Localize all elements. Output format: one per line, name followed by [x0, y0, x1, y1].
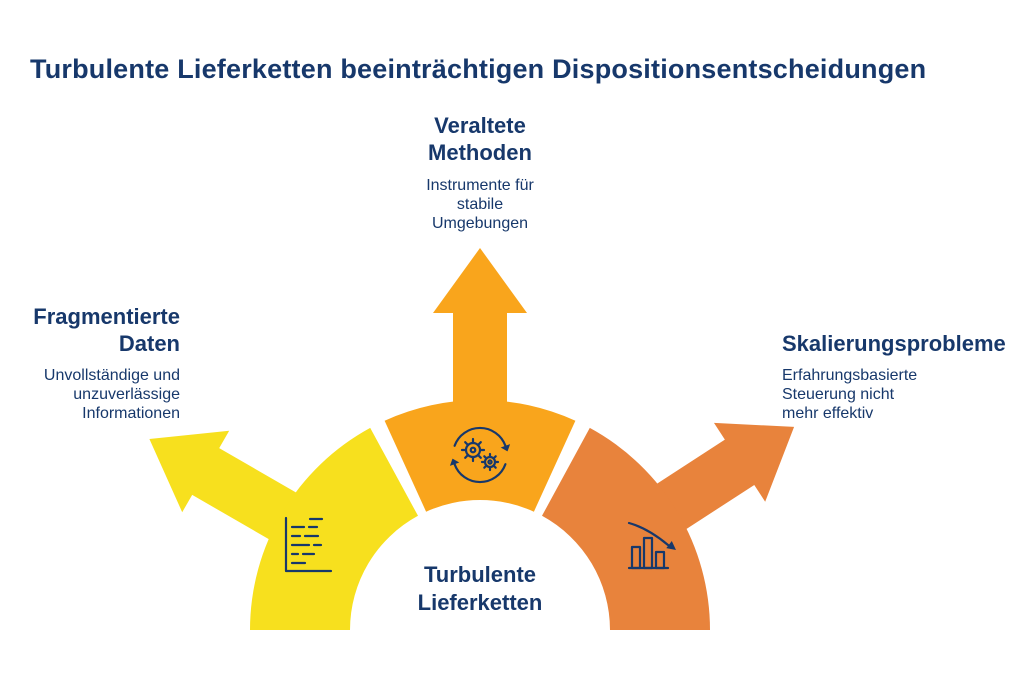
center-label: Turbulente Lieferketten: [417, 562, 543, 615]
node-left-description: Unvollständige und unzuverlässige Inform…: [43, 367, 180, 422]
fragmented-data-icon: [284, 516, 333, 573]
node-right-description: Erfahrungsbasierte Steuerung nicht mehr …: [782, 367, 918, 422]
declining-chart-icon: [627, 521, 676, 570]
node-top-heading: Veraltete Methoden: [428, 113, 532, 165]
node-top-description: Instrumente für stabile Umgebungen: [426, 177, 534, 232]
gears-sync-icon: [449, 426, 511, 484]
node-right-heading: Skalierungsprobleme: [782, 331, 1006, 356]
segment-right: [542, 427, 710, 630]
node-left-heading: Fragmentierte Daten: [33, 304, 180, 356]
page-title: Turbulente Lieferketten beeinträchtigen …: [30, 54, 927, 84]
segment-left: [249, 427, 418, 630]
